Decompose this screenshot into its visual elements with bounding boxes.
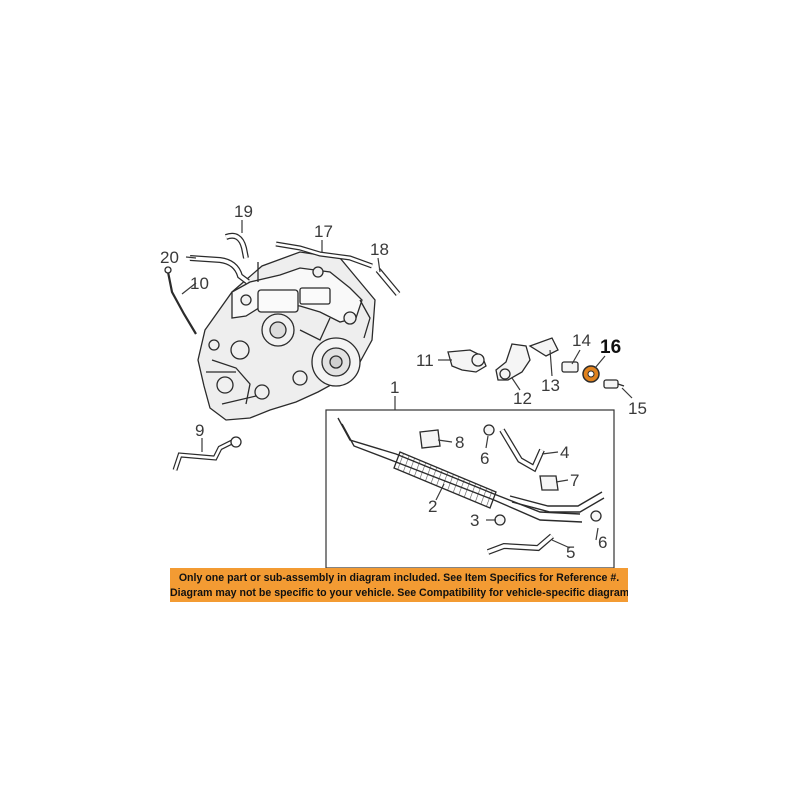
callout-3: 3	[470, 511, 479, 530]
part-8-clip	[419, 429, 441, 449]
callout-17: 17	[314, 222, 333, 241]
callout-2: 2	[428, 497, 437, 516]
callout-1: 1	[390, 378, 399, 397]
part-11-bracket	[447, 349, 487, 373]
cooler-lines	[337, 417, 605, 523]
part-16-washer	[582, 365, 600, 383]
part-7-clamp	[539, 475, 559, 491]
callout-13: 13	[541, 376, 560, 395]
part-10-dipstick	[166, 271, 197, 335]
callout-6-lower: 6	[598, 533, 607, 552]
callout-5: 5	[566, 543, 575, 562]
callout-14: 14	[572, 331, 591, 350]
callout-18: 18	[370, 240, 389, 259]
notice-line-2: Diagram may not be specific to your vehi…	[170, 587, 628, 599]
callout-11: 11	[416, 351, 434, 370]
part-14-bolt	[561, 361, 579, 373]
transmission-assembly	[197, 251, 376, 421]
callout-6-upper: 6	[480, 449, 489, 468]
notice-line-1: Only one part or sub-assembly in diagram…	[178, 572, 620, 584]
callout-15: 15	[628, 399, 647, 418]
callout-7: 7	[570, 471, 579, 490]
callout-9: 9	[195, 421, 204, 440]
part-3-bolt	[494, 514, 506, 526]
callout-12: 12	[513, 389, 532, 408]
callout-10: 10	[190, 274, 209, 293]
callout-19: 19	[234, 202, 253, 221]
notice-banner: Only one part or sub-assembly in diagram…	[170, 568, 628, 602]
part-15-bolt	[603, 379, 625, 389]
part-6-clip-lower	[590, 510, 602, 522]
part-6-clip-upper	[483, 424, 495, 436]
part-12-flange	[495, 343, 531, 381]
callout-16: 16	[600, 337, 621, 358]
callout-20: 20	[160, 248, 179, 267]
callout-8: 8	[455, 433, 464, 452]
leader-lines	[181, 220, 633, 549]
part-13-bracket	[528, 337, 559, 357]
callout-4: 4	[560, 443, 569, 462]
